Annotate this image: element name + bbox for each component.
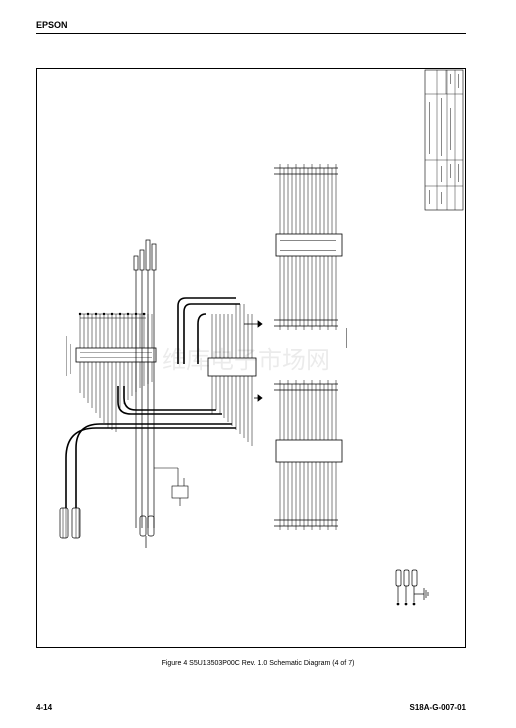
- central-chip: [207, 304, 263, 446]
- right-top-connector: [274, 164, 347, 348]
- bus-lines-thin: [62, 508, 80, 538]
- schematic-border: [36, 68, 466, 648]
- left-bottom-pins: [59, 507, 81, 539]
- header-rule: [36, 33, 466, 34]
- right-bottom-connector: [274, 380, 343, 530]
- watermark: 维库电子市场网: [162, 347, 330, 374]
- header-brand: EPSON: [36, 20, 68, 30]
- title-block: [424, 69, 464, 211]
- power-symbols: [395, 569, 429, 606]
- figure-caption: Figure 4 S5U13503P00C Rev. 1.0 Schematic…: [161, 660, 355, 667]
- document-id: S18A-G-007-01: [409, 703, 466, 712]
- small-device: [154, 467, 189, 506]
- schematic-diagram: 维库电子市场网: [36, 68, 466, 648]
- page-number: 4-14: [36, 703, 53, 712]
- vertical-bus-center: [133, 239, 157, 548]
